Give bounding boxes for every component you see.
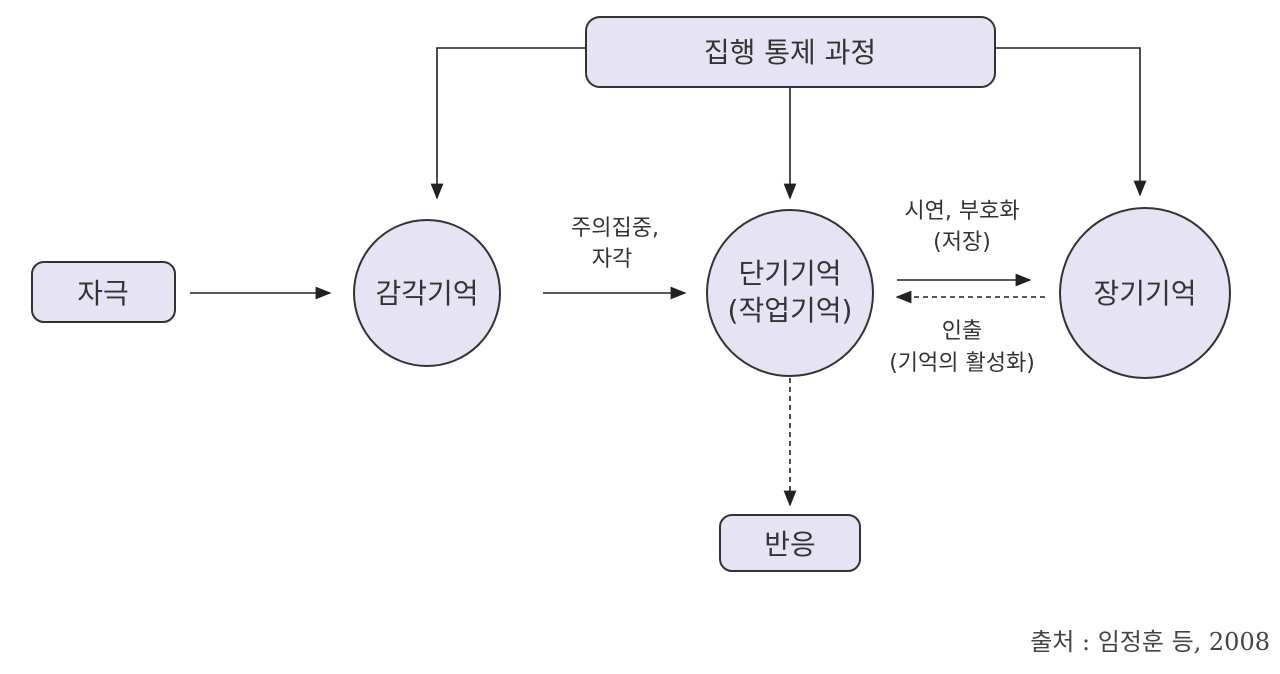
executive-control-box: 집행 통제 과정 — [585, 16, 996, 88]
awareness-label: 자각 — [592, 247, 632, 272]
sensory-memory-circle: 감각기억 — [353, 219, 501, 367]
short-term-label: 단기기억 — [738, 257, 841, 290]
long-term-memory-circle: 장기기억 — [1059, 207, 1231, 379]
response-box: 반응 — [719, 514, 861, 572]
attention-label: 주의집중, — [571, 216, 659, 241]
stimulus-box: 자극 — [31, 261, 176, 323]
working-memory-label: (작업기억) — [728, 294, 853, 327]
arrow-executive-to-long-term — [995, 47, 1147, 197]
executive-label: 집행 통제 과정 — [704, 36, 876, 69]
source-citation: 출처 : 임정훈 등, 2008 — [1030, 628, 1270, 656]
arrow-executive-to-sensory — [430, 47, 586, 200]
storage-label: (저장) — [933, 230, 991, 255]
sensory-label: 감각기억 — [375, 277, 478, 310]
stimulus-label: 자극 — [77, 277, 129, 310]
long-term-label: 장기기억 — [1093, 277, 1196, 310]
short-term-memory-circle: 단기기억 (작업기억) — [706, 209, 874, 377]
rehearsal-label: 시연, 부호화 — [904, 199, 1019, 224]
activation-label: (기억의 활성화) — [889, 351, 1035, 376]
retrieval-label: 인출 — [942, 319, 982, 344]
response-label: 반응 — [764, 528, 816, 561]
